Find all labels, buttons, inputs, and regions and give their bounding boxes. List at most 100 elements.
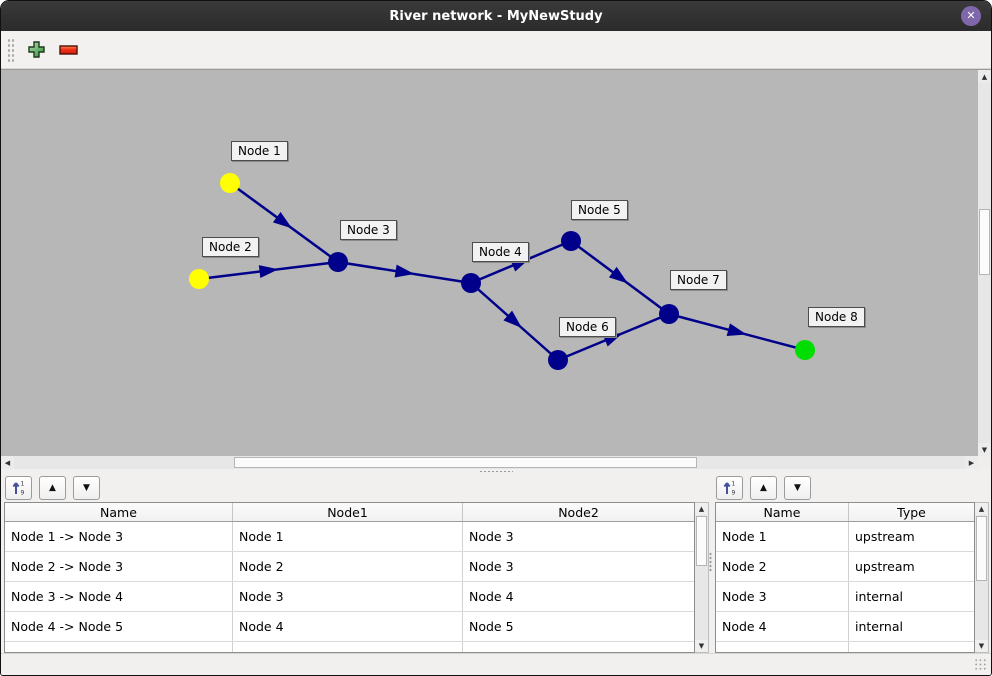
vertical-splitter[interactable] (709, 474, 712, 653)
flow-arrow-icon (272, 211, 293, 229)
table-cell: internal (855, 589, 903, 604)
node-label[interactable]: Node 2 (202, 237, 259, 257)
title-bar[interactable]: River network - MyNewStudy ✕ (1, 1, 991, 31)
splitter-grip-icon (709, 552, 712, 572)
table-cell (849, 642, 974, 652)
column-header[interactable]: Type (897, 504, 926, 520)
node-label[interactable]: Node 3 (340, 220, 397, 240)
canvas-vscrollbar[interactable]: ▲ ▼ (978, 70, 991, 456)
triangle-down-icon: ▼ (794, 483, 801, 493)
network-canvas[interactable]: Node 1 Node 2 Node 3 Node 4 Node 5 Node 6 Node… (1, 70, 978, 456)
scroll-up-icon[interactable]: ▲ (978, 70, 991, 83)
move-link-up-button[interactable]: ▲ (39, 476, 66, 500)
node-circle[interactable] (328, 252, 348, 272)
node-label[interactable]: Node 1 (231, 141, 288, 161)
table-cell: Node 5 (469, 619, 514, 634)
table-row[interactable]: Node 4 internal (716, 612, 974, 642)
node-label[interactable]: Node 6 (559, 317, 616, 337)
node-circle[interactable] (548, 350, 568, 370)
column-header[interactable]: Name (5, 503, 233, 521)
scroll-down-icon[interactable]: ▼ (975, 640, 988, 652)
sort-ascending-icon: 1 9 (723, 481, 735, 497)
nodes-vscroll-thumb[interactable] (976, 516, 987, 581)
close-icon: ✕ (966, 9, 976, 22)
table-cell (716, 642, 849, 652)
table-cell: Node 1 (233, 522, 463, 551)
scroll-up-icon[interactable]: ▲ (695, 503, 708, 515)
plus-icon (27, 41, 45, 58)
column-header[interactable]: Name (716, 503, 849, 521)
table-row[interactable]: Node 1 upstream (716, 522, 974, 552)
node-circle[interactable] (561, 231, 581, 251)
table-cell: Node 4 (469, 589, 514, 604)
links-vscroll-thumb[interactable] (696, 516, 707, 566)
scroll-right-icon[interactable]: ▶ (965, 456, 978, 469)
node-label[interactable]: Node 8 (808, 307, 865, 327)
scroll-up-icon[interactable]: ▲ (975, 503, 988, 515)
node-circle[interactable] (461, 273, 481, 293)
svg-text:9: 9 (20, 490, 24, 497)
table-cell: Node 3 (233, 582, 463, 611)
resize-grip-icon[interactable] (974, 658, 987, 671)
move-node-down-button[interactable]: ▼ (784, 476, 811, 500)
node-circle[interactable] (795, 340, 815, 360)
table-cell: Node 4 -> Node 5 (5, 612, 233, 641)
table-cell: Node 2 (233, 552, 463, 581)
table-row-partial (5, 642, 694, 652)
main-toolbar (1, 31, 991, 69)
svg-text:1: 1 (731, 481, 735, 488)
links-table-vscrollbar[interactable]: ▲ ▼ (695, 502, 709, 653)
scroll-down-icon[interactable]: ▼ (978, 443, 991, 456)
close-button[interactable]: ✕ (961, 6, 981, 26)
move-link-down-button[interactable]: ▼ (73, 476, 100, 500)
horizontal-splitter[interactable] (1, 469, 991, 474)
column-header[interactable]: Node2 (558, 504, 599, 520)
svg-text:1: 1 (20, 481, 24, 488)
nodes-table-vscrollbar[interactable]: ▲ ▼ (975, 502, 989, 653)
links-toolbar: 1 9 ▲ ▼ (1, 474, 709, 502)
node-circle[interactable] (189, 269, 209, 289)
node-label[interactable]: Node 4 (472, 242, 529, 262)
move-node-up-button[interactable]: ▲ (750, 476, 777, 500)
table-cell: upstream (855, 559, 915, 574)
scroll-down-icon[interactable]: ▼ (695, 640, 708, 652)
nodes-toolbar: 1 9 ▲ ▼ (712, 474, 989, 502)
table-cell: internal (855, 619, 903, 634)
canvas-vscroll-thumb[interactable] (979, 209, 990, 275)
scroll-left-icon[interactable]: ◀ (1, 456, 14, 469)
svg-text:9: 9 (731, 490, 735, 497)
column-header[interactable]: Node1 (233, 503, 463, 521)
canvas-hscroll-thumb[interactable] (234, 457, 697, 468)
splitter-grip-icon (479, 470, 513, 473)
table-cell: Node 3 -> Node 4 (5, 582, 233, 611)
flow-arrow-icon (726, 323, 747, 336)
canvas-hscrollbar[interactable]: ◀ ▶ (1, 456, 978, 469)
sort-nodes-button[interactable]: 1 9 (716, 476, 743, 500)
sort-ascending-icon: 1 9 (12, 481, 24, 497)
table-cell: Node 4 (233, 612, 463, 641)
node-label[interactable]: Node 5 (571, 200, 628, 220)
table-cell: upstream (855, 529, 915, 544)
node-label[interactable]: Node 7 (670, 270, 727, 290)
add-node-button[interactable] (23, 37, 49, 63)
table-cell: Node 4 (716, 612, 849, 641)
remove-node-button[interactable] (55, 37, 81, 63)
node-circle[interactable] (220, 173, 240, 193)
table-cell: Node 1 (716, 522, 849, 551)
node-circle[interactable] (659, 304, 679, 324)
toolbar-drag-handle[interactable] (7, 37, 15, 62)
sort-links-button[interactable]: 1 9 (5, 476, 32, 500)
